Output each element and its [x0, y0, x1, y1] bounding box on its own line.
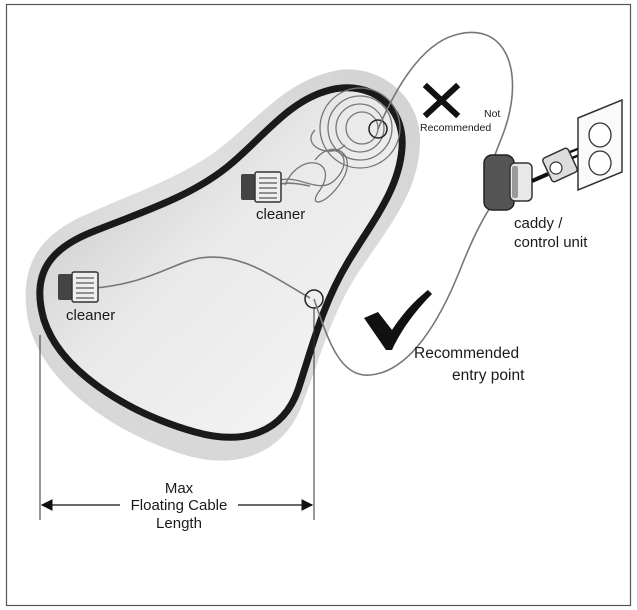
recommended-label-1: Recommended	[414, 345, 519, 362]
control-unit-icon	[483, 154, 549, 211]
length-label-3: Length	[156, 515, 202, 532]
good-entry-cable	[313, 204, 493, 376]
cleaner-label-top: cleaner	[256, 206, 305, 223]
frame-border	[5, 3, 632, 607]
caddy-label-2: control unit	[514, 234, 588, 251]
bad-entry-point	[368, 119, 388, 139]
cleaner-cable-top	[279, 182, 311, 187]
pool-cleaner-icon	[241, 171, 282, 203]
length-label-1: Max	[165, 480, 194, 497]
bad-entry-cable	[377, 31, 514, 166]
cleaner-label-left: cleaner	[66, 307, 115, 324]
caddy-label-1: caddy /	[514, 215, 563, 232]
tangled-cable	[279, 87, 401, 203]
recommended-label-2: entry point	[452, 367, 525, 384]
length-label-2: Floating Cable	[131, 497, 228, 514]
not-recommended-label-2: Recommended	[420, 122, 491, 134]
x-mark-icon	[422, 82, 461, 119]
pool-cleaner-icon	[58, 271, 99, 303]
not-recommended-label-1: Not	[484, 108, 500, 120]
wall-outlet-icon	[577, 98, 623, 192]
pool-outline	[36, 84, 406, 441]
checkmark-icon	[364, 290, 432, 350]
cleaner-cable-left	[94, 256, 311, 299]
